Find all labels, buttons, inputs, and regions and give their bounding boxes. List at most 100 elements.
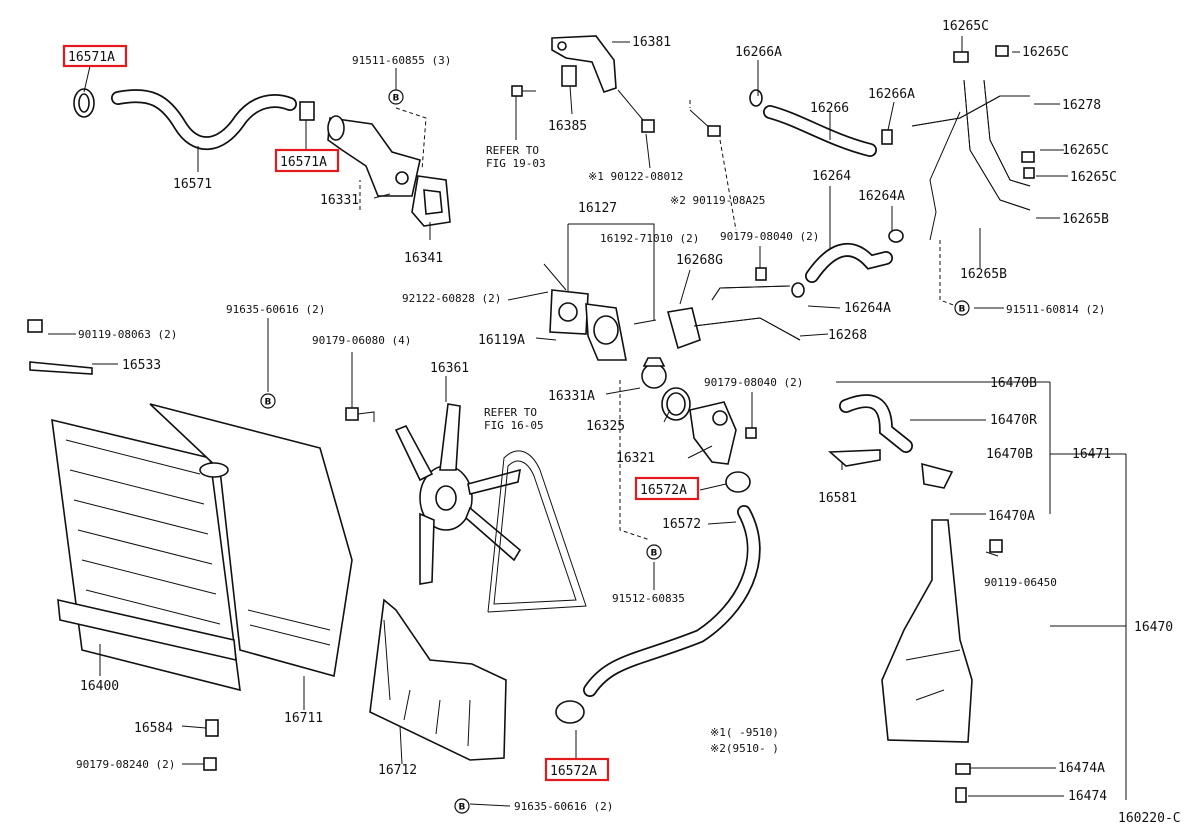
label-90119-06450: 90119-06450 [984,576,1057,589]
b-marker-2: B [954,300,970,316]
bracket-16381 [551,35,617,93]
label-refer-19b: FIG 19-03 [486,157,546,170]
label-16474: 16474 [1068,789,1107,804]
gasket-16341 [411,175,451,227]
label-16572A-1: 16572A [640,483,687,498]
nut-90179-08240 [203,757,217,771]
nut-90179-06080 [345,407,359,421]
hose-16572 [583,505,761,697]
stud-16192 [633,319,657,325]
inlet-16321 [689,401,737,465]
label-16385: 16385 [548,119,587,134]
hose-16571 [111,89,297,151]
cushion-16584 [205,719,219,737]
label-16265B-2: 16265B [960,267,1007,282]
highlight-16571A-mid [274,148,340,173]
label-16470R: 16470R [990,413,1037,428]
label-note-1: ※1( -9510) [710,726,779,739]
b-marker-4: B [646,544,662,560]
label-16571A-1: 16571A [68,50,115,65]
label-16192-71010: 16192-71010 (2) [600,232,699,245]
clamps-16265C [953,45,1035,179]
label-16474A: 16474A [1058,761,1105,776]
label-16266A-2: 16266A [868,87,915,102]
clamp-16266A-right [881,129,893,145]
label-16265C-3: 16265C [1062,143,1109,158]
label-16572A-2: 16572A [550,764,597,779]
label-91511-60814: 91511-60814 (2) [1006,303,1105,316]
plug-16474 [955,787,967,803]
label-91511-60855: 91511-60855 (3) [352,54,451,67]
clamp-16571A-left [73,88,95,118]
b-marker-5: B [454,798,470,814]
label-91635-60616-2: 91635-60616 (2) [514,800,613,813]
highlight-16571A-top [62,44,128,68]
clamp-16264A [791,229,904,298]
bolt-90119-08063 [27,319,43,333]
label-91635-60616-1: 91635-60616 (2) [226,303,325,316]
label-16266: 16266 [810,101,849,116]
label-91512-60835: 91512-60835 [612,592,685,605]
bolt-90122 [617,89,655,133]
svg-text:B: B [265,398,272,408]
fan-16361 [394,403,522,585]
radiator-16400 [51,418,241,692]
label-16361: 16361 [430,361,469,376]
label-16470A: 16470A [988,509,1035,524]
label-16127: 16127 [578,201,617,216]
clamp-16572A-top [725,471,751,493]
svg-text:B: B [393,94,400,104]
spacer-16385 [561,65,577,87]
label-90119-08A25: ※2 90119-08A25 [670,194,765,207]
label-92122-60828: 92122-60828 (2) [402,292,501,305]
label-16325: 16325 [586,419,625,434]
svg-text:B: B [959,305,966,315]
bracket-16581 [827,449,881,467]
label-16264A-1: 16264A [858,189,905,204]
label-16470B-2: 16470B [986,447,1033,462]
label-refer-16b: FIG 16-05 [484,419,544,432]
label-16470B-1: 16470B [990,376,1037,391]
label-refer-19a: REFER TO [486,144,539,157]
clamp-16474A [955,763,971,775]
pipe-16278 [911,79,1031,241]
belt [487,450,587,613]
svg-text:B: B [459,803,466,813]
clamp-16572A-bottom [555,700,585,724]
label-16265C-1: 16265C [942,19,989,34]
label-figure-code: 160220-C [1118,811,1181,826]
label-16400: 16400 [80,679,119,694]
label-16470: 16470 [1134,620,1173,635]
stud-92122 [543,263,567,291]
label-90179-06080: 90179-06080 (4) [312,334,411,347]
label-90119-08063: 90119-08063 (2) [78,328,177,341]
nut-90179-08040-b [745,427,757,439]
nut-90179-08040 [755,267,767,281]
gasket-16268G [666,307,701,350]
water-outlet-16331 [327,115,421,197]
bolt-left [511,85,536,97]
cap-16470B [921,462,954,489]
bolt-90119-06450 [989,539,1003,553]
label-16321: 16321 [616,451,655,466]
thermostat-16331A [641,357,667,389]
label-16712: 16712 [378,763,417,778]
label-16381: 16381 [632,35,671,50]
hose-16470R [839,394,913,453]
seal-16533 [29,361,93,375]
hose-16266 [763,105,877,157]
label-16581: 16581 [818,491,857,506]
label-16264A-2: 16264A [844,301,891,316]
label-16278: 16278 [1062,98,1101,113]
label-90179-08240: 90179-08240 (2) [76,758,175,771]
hose-16264 [805,242,893,283]
label-16571A-2: 16571A [280,155,327,170]
label-16265B-1: 16265B [1062,212,1109,227]
label-16268: 16268 [828,328,867,343]
label-16571: 16571 [173,177,212,192]
label-16266A-1: 16266A [735,45,782,60]
clamp-16571A-right [299,101,315,121]
label-16533: 16533 [122,358,161,373]
